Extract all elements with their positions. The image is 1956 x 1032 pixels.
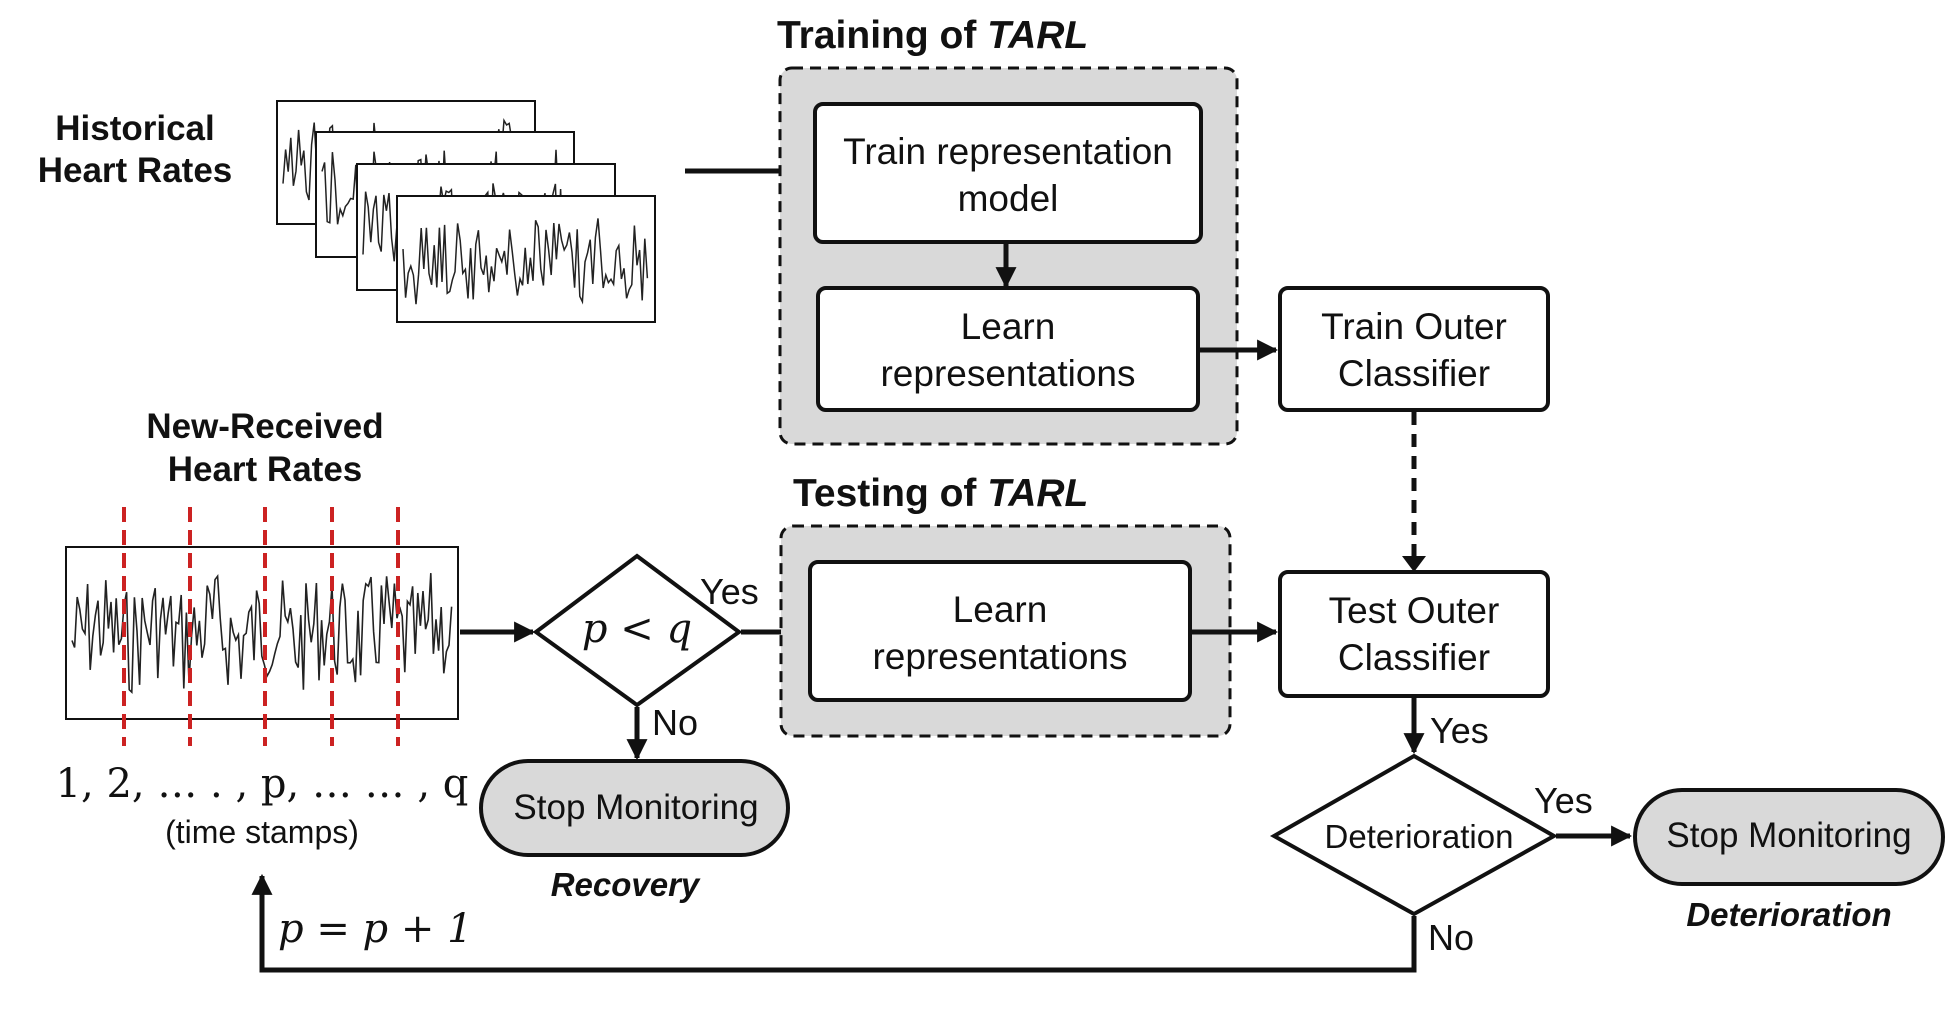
testing-learn-line2: representations	[872, 636, 1127, 677]
decision-deterioration	[1269, 753, 1559, 917]
train-outer-line1: Train Outer	[1321, 306, 1507, 347]
decision-p-less-q-label: p < q	[582, 606, 692, 652]
test-outer-line1: Test Outer	[1329, 590, 1500, 631]
decision-det-label: Deterioration	[1325, 818, 1514, 855]
deterioration-caption: Deterioration	[1686, 896, 1891, 933]
decision-det-yes-right: Yes	[1534, 780, 1593, 821]
historical-label-line1: Historical	[55, 109, 215, 148]
decision-det-no: No	[1428, 917, 1474, 958]
training-learn-representations-box	[816, 286, 1200, 412]
training-learn-line2: representations	[880, 353, 1135, 394]
stop-monitoring-deterioration	[1633, 788, 1945, 886]
testing-learn-line1: Learn	[953, 589, 1048, 630]
decision-p-less-q	[532, 553, 743, 708]
dashed-arrow-head	[1402, 556, 1426, 572]
train-model-line2: model	[958, 178, 1059, 219]
decision-pq-yes: Yes	[700, 571, 759, 612]
historical-label-line2: Heart Rates	[38, 151, 233, 190]
recovery-caption: Recovery	[551, 866, 701, 903]
historical-signal-stack	[276, 100, 656, 323]
new-received-line2: Heart Rates	[168, 450, 363, 489]
decision-det-yes-top: Yes	[1430, 710, 1489, 751]
new-received-signal	[65, 546, 459, 720]
testing-title: Testing of TARL	[793, 472, 1088, 515]
time-window-markers	[122, 507, 400, 746]
timestamps-caption: (time stamps)	[165, 814, 359, 850]
loop-label: p = p + 1	[278, 906, 473, 952]
test-outer-line2: Classifier	[1338, 637, 1490, 678]
train-outer-line2: Classifier	[1338, 353, 1490, 394]
train-representation-model-box	[813, 102, 1203, 244]
test-outer-classifier-box	[1278, 570, 1550, 698]
testing-learn-representations-box	[808, 560, 1192, 702]
stop-left-label: Stop Monitoring	[513, 788, 758, 827]
loop-arrow	[251, 873, 1417, 973]
decision-pq-no: No	[652, 702, 698, 743]
train-model-line1: Train representation	[843, 131, 1173, 172]
timestamps-sequence: 1, 2, … . , p, … … , q	[56, 761, 469, 807]
stop-monitoring-recovery	[479, 759, 790, 857]
training-learn-line1: Learn	[961, 306, 1056, 347]
new-received-line1: New-Received	[146, 407, 383, 446]
train-outer-classifier-box	[1278, 286, 1550, 412]
stop-right-label: Stop Monitoring	[1666, 816, 1911, 855]
training-title: Training of TARL	[777, 14, 1088, 57]
